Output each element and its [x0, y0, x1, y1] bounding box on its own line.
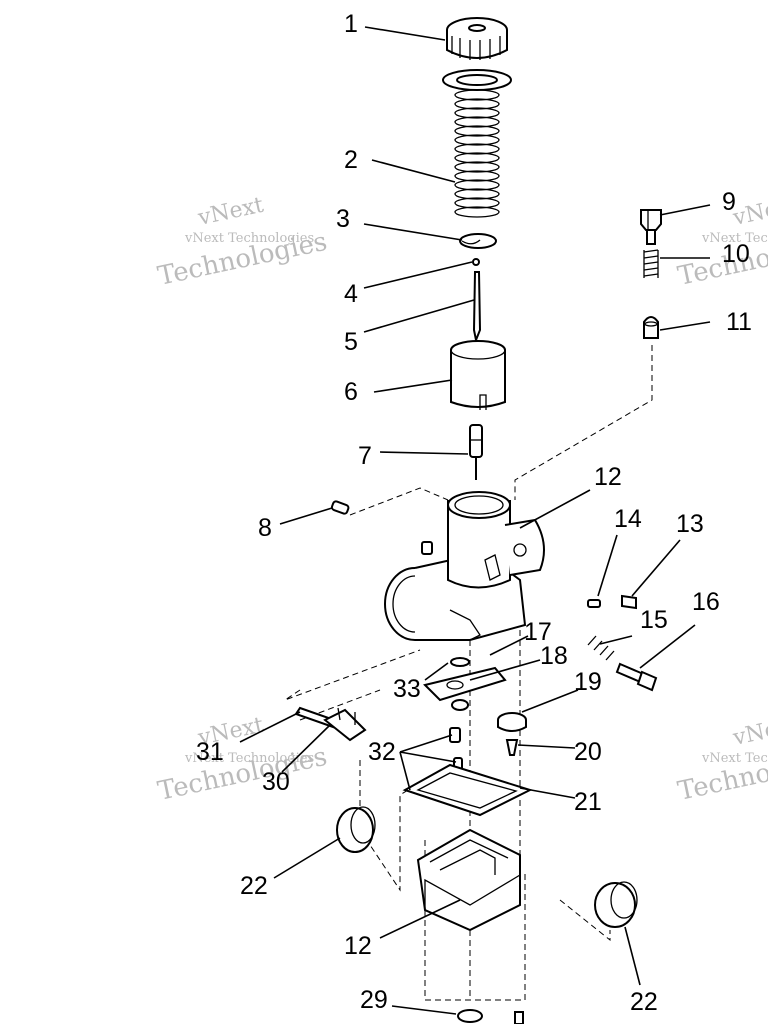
callout-4: 4	[344, 280, 358, 308]
callout-15: 15	[640, 606, 668, 634]
watermark-company: vNext Technologies	[184, 751, 314, 766]
part-plunger	[643, 316, 659, 339]
part-needle-clip	[459, 233, 497, 249]
leader-lines	[239, 26, 711, 1015]
callout-9: 9	[722, 188, 736, 216]
callout-16: 16	[692, 588, 720, 616]
watermark-company: vNext Technologies	[701, 231, 768, 246]
part-pin	[330, 500, 350, 515]
part-washer-33	[450, 657, 470, 667]
part-float-pin-bracket	[294, 706, 367, 742]
spring-coil	[454, 125, 500, 137]
callout-17: 17	[524, 618, 552, 646]
callout-22-right: 22	[630, 988, 658, 1016]
part-float-left	[336, 806, 376, 853]
callout-11: 11	[726, 308, 752, 336]
callout-22-left: 22	[240, 872, 268, 900]
spring-coil	[454, 197, 500, 209]
part-washer-hole	[456, 74, 498, 86]
callout-33: 33	[393, 675, 421, 703]
watermark-line1: vNext	[730, 713, 768, 751]
spring-coil	[454, 152, 500, 164]
callout-3: 3	[336, 205, 350, 233]
part-float-bowl	[416, 828, 521, 932]
spring-coil	[454, 188, 500, 200]
callout-7: 7	[358, 442, 372, 470]
part-cap	[446, 17, 508, 60]
part-throttle-slide	[450, 340, 506, 410]
spring-coil	[454, 98, 500, 110]
watermark-company: vNext Technologies	[184, 231, 314, 246]
callout-5: 5	[344, 328, 358, 356]
part-float-valve-seat	[497, 712, 527, 732]
callout-32: 32	[368, 738, 396, 766]
callout-20: 20	[574, 738, 602, 766]
spring-coil	[454, 161, 500, 173]
part-pilot-screw-small	[587, 594, 637, 610]
part-small-spring	[643, 249, 659, 278]
part-spring	[454, 89, 500, 218]
spring-coil	[454, 206, 500, 218]
spring-coil	[454, 107, 500, 119]
part-jet-needle	[472, 271, 482, 344]
part-needle-jet	[469, 424, 483, 480]
watermark-left-lower: vNext vNext Technologies Technologies	[155, 713, 330, 807]
part-idle-spring	[587, 635, 615, 661]
watermark-line1: vNext	[195, 193, 266, 231]
spring-coil	[454, 179, 500, 191]
part-drain-washer	[457, 1009, 483, 1023]
callout-14: 14	[614, 505, 642, 533]
callout-2: 2	[344, 146, 358, 174]
spring-coil	[454, 116, 500, 128]
part-idle-screw	[615, 662, 658, 692]
spring-coil	[454, 134, 500, 146]
part-o-ring	[451, 699, 469, 711]
callout-12-lower: 12	[344, 932, 372, 960]
part-float-right	[594, 881, 638, 928]
callout-31: 31	[196, 738, 224, 766]
watermark-right-lower: vNext vNext Technologies Technologies	[675, 713, 768, 807]
callout-19: 19	[574, 668, 602, 696]
watermark-company: vNext Technologies	[701, 751, 768, 766]
callout-18: 18	[540, 642, 568, 670]
spring-coil	[454, 170, 500, 182]
callout-6: 6	[344, 378, 358, 406]
part-carburetor-body	[384, 491, 545, 641]
callout-29: 29	[360, 986, 388, 1014]
spring-coil	[454, 89, 500, 101]
callout-8: 8	[258, 514, 272, 542]
callout-21: 21	[574, 788, 602, 816]
callout-13: 13	[676, 510, 704, 538]
spring-coil	[454, 143, 500, 155]
part-float-needle	[505, 739, 519, 756]
part-main-jets	[449, 727, 463, 771]
callout-1: 1	[344, 10, 358, 38]
part-clip-ring	[472, 258, 480, 266]
callout-12-upper: 12	[594, 463, 622, 491]
watermark-left-upper: vNext vNext Technologies Technologies	[155, 193, 330, 292]
callout-30: 30	[262, 768, 290, 796]
callout-10: 10	[722, 240, 750, 268]
callout-labels: 1 2 3 4 5 6 7 8 9 10 11 12 13 14 15 16 1…	[196, 10, 752, 1016]
part-bowl-gasket	[402, 763, 533, 817]
part-adjuster-nut	[640, 209, 662, 245]
part-drain-screw	[514, 1011, 524, 1024]
